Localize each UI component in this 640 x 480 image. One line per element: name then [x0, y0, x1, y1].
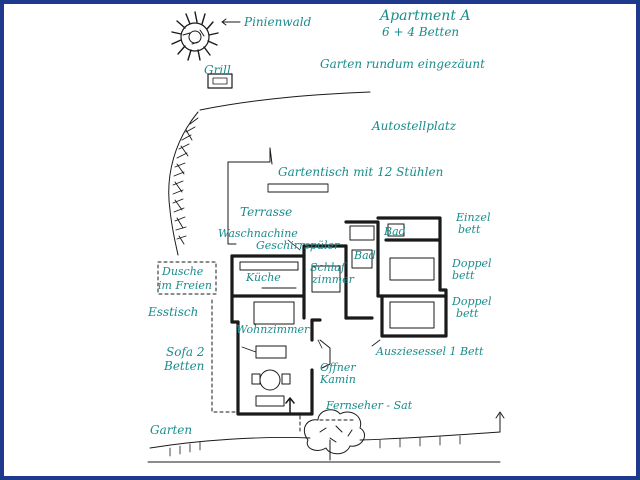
label-schlafzimmer-line2: zimmer: [312, 273, 354, 286]
label-garten: Garten: [150, 423, 193, 437]
label-terrasse: Terrasse: [240, 205, 293, 219]
label-schlafzimmer-line1: Schlaf: [310, 261, 345, 274]
tree-icon: [303, 409, 365, 461]
label-einzelbett-line1: Einzel: [456, 211, 491, 224]
label-pinienwald: Pinienwald: [244, 15, 312, 29]
apartment-walls: [230, 216, 448, 416]
label-grill: Grill: [204, 63, 231, 77]
label-esstisch: Esstisch: [148, 305, 199, 319]
label-dusche-line2: im Freien: [158, 279, 212, 292]
label-dusche-line1: Dusche: [162, 265, 204, 278]
title: Apartment A: [380, 8, 471, 24]
label-doppelbett1-line2: bett: [452, 269, 475, 282]
pine-tree-icon: [171, 11, 219, 61]
label-sofa-line1: Sofa 2: [166, 345, 205, 359]
label-geschirrspueler: Geschirrspüler: [256, 239, 340, 252]
label-gartentisch: Gartentisch mit 12 Stühlen: [278, 165, 444, 179]
label-doppelbett1-line1: Doppel: [452, 257, 492, 270]
label-autostellplatz: Autostellplatz: [372, 119, 457, 133]
outdoor-shower: [157, 261, 217, 295]
garden-table: [267, 183, 329, 193]
entrance-arrow: [285, 397, 295, 413]
label-kamin-line1: Offner: [320, 361, 356, 374]
label-bad: Bad: [354, 249, 376, 262]
grill-icon: [207, 73, 233, 89]
hedge: [172, 117, 199, 245]
label-ausziehsessel: Ausziesessel 1 Bett: [376, 345, 484, 358]
paper: [4, 4, 636, 476]
label-sofa-line2: Betten: [164, 359, 205, 373]
pinienwald-arrow: [221, 18, 241, 26]
label-waschmaschine: Waschnachine: [218, 227, 298, 240]
label-bad-oben: Bad: [384, 225, 406, 238]
label-garten-rundum: Garten rundum eingezäunt: [320, 57, 485, 71]
label-kueche: Küche: [246, 271, 281, 284]
label-doppelbett2-line1: Doppel: [452, 295, 492, 308]
label-kamin-line2: Kamin: [320, 373, 356, 386]
label-fernseher: Fernseher - Sat: [326, 399, 413, 412]
label-doppelbett2-line2: bett: [456, 307, 479, 320]
label-einzelbett-line2: bett: [458, 223, 481, 236]
subtitle: 6 + 4 Betten: [382, 25, 460, 39]
label-wohnzimmer: Wohnzimmer: [236, 323, 310, 336]
